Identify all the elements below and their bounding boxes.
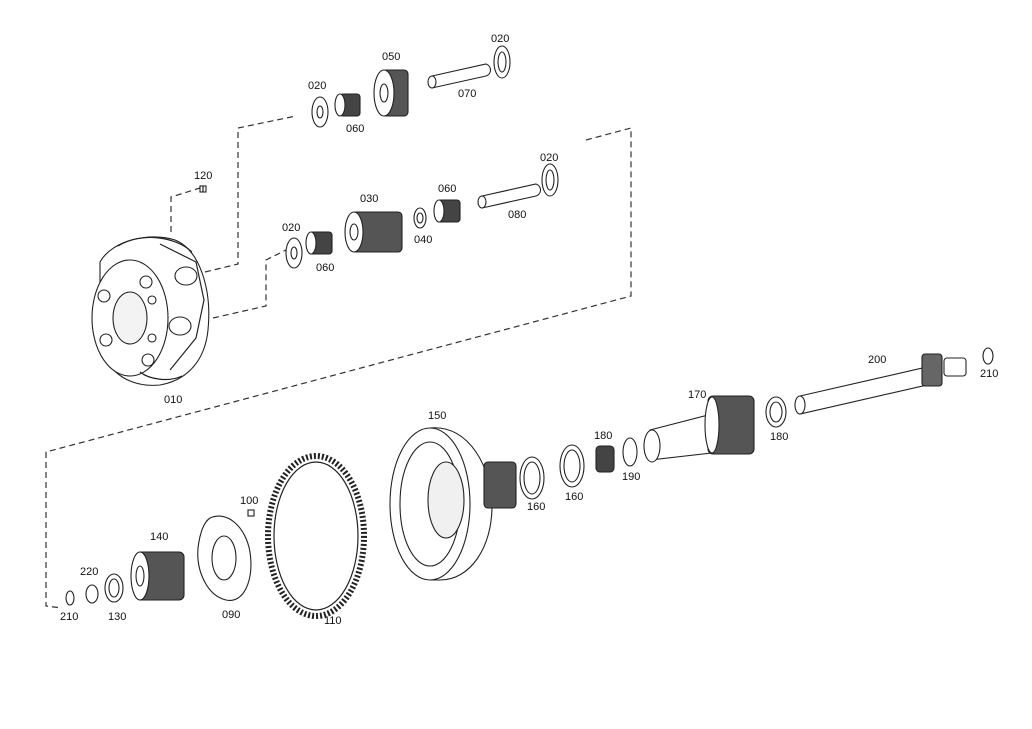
label-040: 040 (414, 234, 432, 246)
label-180-right: 180 (770, 431, 788, 443)
label-060-middle-right: 060 (438, 183, 456, 195)
upper-planet-set (311, 45, 511, 128)
label-070: 070 (458, 88, 476, 100)
label-060-upper: 060 (346, 123, 364, 135)
label-020-upper-right: 020 (491, 33, 509, 45)
label-020-middle-right: 020 (540, 152, 558, 164)
label-150: 150 (428, 410, 446, 422)
label-030: 030 (360, 193, 378, 205)
label-160-right: 160 (565, 491, 583, 503)
label-060-middle-left: 060 (316, 262, 334, 274)
part-labels: 010 020 020 020 020 030 040 050 060 060 … (60, 33, 998, 627)
sun-gear-shaft-170 (519, 395, 787, 500)
label-050: 050 (382, 51, 400, 63)
label-090: 090 (222, 609, 240, 621)
screw-120 (199, 185, 207, 193)
label-020-upper-left: 020 (308, 80, 326, 92)
assembly-leader-lines (45, 115, 632, 609)
label-160-left: 160 (527, 501, 545, 513)
label-100: 100 (240, 495, 258, 507)
label-010: 010 (164, 394, 182, 406)
label-190: 190 (622, 471, 640, 483)
planet-carrier-housing (91, 236, 210, 386)
label-110: 110 (324, 615, 342, 627)
label-170: 170 (688, 389, 706, 401)
label-220: 220 (80, 566, 98, 578)
screw-100 (247, 509, 255, 517)
lower-planet-set (285, 163, 559, 269)
drive-gear-140 (65, 551, 185, 606)
cover-plate-090 (197, 515, 252, 601)
label-210-left: 210 (60, 611, 78, 623)
output-shaft-200 (794, 347, 994, 415)
label-080: 080 (508, 209, 526, 221)
label-120: 120 (194, 170, 212, 182)
gear-ring-110 (265, 453, 367, 619)
label-020-middle-left: 020 (282, 222, 300, 234)
label-210-right: 210 (980, 368, 998, 380)
ring-gear-150 (389, 427, 517, 581)
label-180-left: 180 (594, 430, 612, 442)
label-200: 200 (868, 354, 886, 366)
label-130: 130 (108, 611, 126, 623)
label-140: 140 (150, 531, 168, 543)
